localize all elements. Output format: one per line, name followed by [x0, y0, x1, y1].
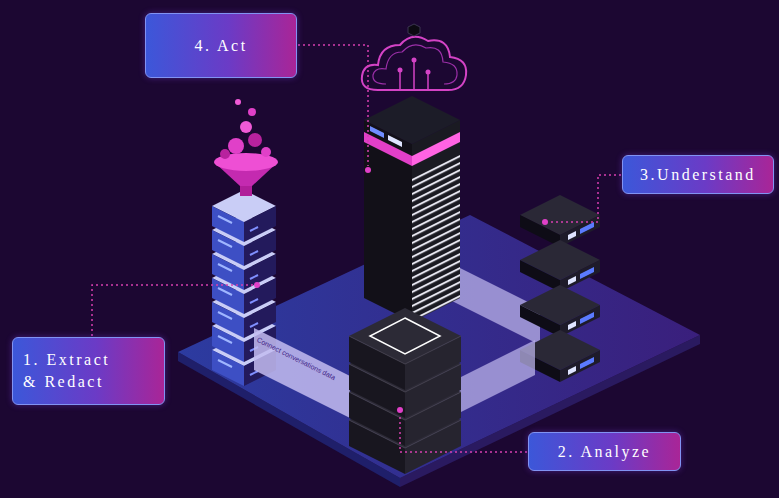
hex-icon — [408, 24, 420, 36]
step-label: 4. Act — [194, 35, 247, 57]
funnel-spout — [240, 186, 252, 196]
data-ball — [248, 108, 256, 116]
data-ball — [248, 133, 262, 147]
step-box: 3.Understand — [622, 155, 774, 194]
leader-line — [400, 414, 527, 452]
leader-dot — [397, 407, 403, 413]
circuit-line — [399, 72, 401, 90]
circuit-node — [398, 68, 403, 73]
step-box: 4. Act — [145, 13, 297, 78]
data-ball — [235, 99, 241, 105]
rack-slab — [520, 195, 600, 247]
cloud-outline — [362, 37, 466, 90]
tower-top — [364, 96, 460, 144]
funnel-icon — [214, 99, 278, 196]
leader-dot — [542, 219, 548, 225]
cloud-icon — [362, 24, 466, 90]
step-box: 2. Analyze — [528, 432, 681, 471]
leader-lines — [92, 45, 621, 452]
tower-face — [412, 120, 460, 322]
tower — [364, 96, 460, 322]
circuit-line — [427, 74, 429, 90]
glass-panel — [455, 340, 535, 415]
square-outline — [370, 318, 440, 354]
leader-dot — [365, 167, 371, 173]
glow-band — [364, 132, 412, 166]
step-label: 1. Extract & Redact — [23, 349, 131, 392]
analyze-stack — [349, 308, 461, 474]
tower-light — [388, 135, 402, 147]
leader-line — [298, 45, 368, 166]
leader-line — [92, 285, 253, 336]
stack-slab — [349, 308, 461, 390]
tower-light — [370, 126, 384, 138]
data-ball — [261, 147, 271, 157]
data-ball — [240, 121, 252, 133]
data-ball — [228, 138, 244, 154]
circuit-node — [426, 70, 431, 75]
panel-text: Connect conversations data — [256, 336, 337, 381]
leader-dot — [254, 282, 260, 288]
glow-band — [412, 132, 460, 166]
leader-line — [549, 175, 621, 222]
rack-slab — [520, 240, 600, 292]
step-label: 2. Analyze — [558, 441, 651, 463]
tower-face — [364, 120, 412, 322]
step-box: 1. Extract & Redact — [12, 337, 165, 405]
circuit-line — [413, 62, 415, 90]
tower-ribs — [412, 152, 460, 322]
rack-slab — [520, 285, 600, 337]
glass-panel — [254, 328, 350, 418]
cloud-outline — [373, 45, 457, 84]
server-slab — [212, 190, 276, 242]
data-ball — [220, 149, 230, 159]
circuit-node — [412, 58, 417, 63]
step-label: 3.Understand — [640, 164, 756, 186]
